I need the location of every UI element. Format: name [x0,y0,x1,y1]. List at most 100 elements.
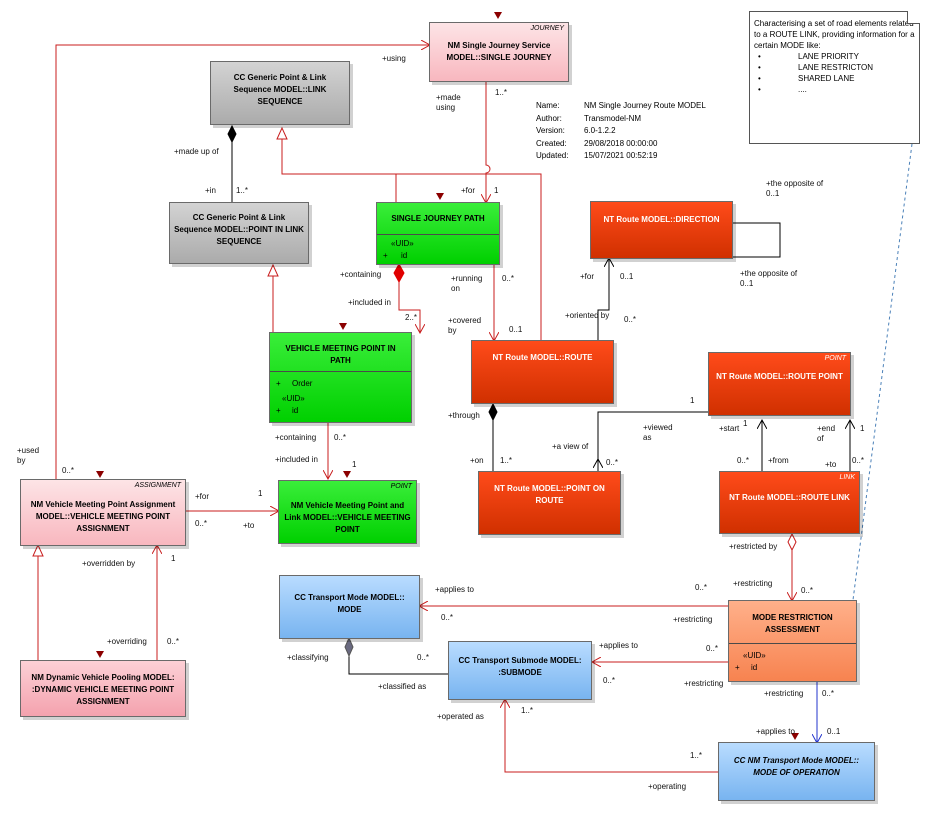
role-label: +the opposite of 0..1 [740,269,798,288]
role-label: +made up of [174,147,219,156]
note-item: .... [754,84,915,95]
class-title: CC Transport Submode MODEL: :SUBMODE [458,656,582,677]
class-mode-of-operation[interactable]: CC NM Transport Mode MODEL:: MODE OF OPE… [718,742,875,801]
multiplicity-label: 0..1 [827,727,841,736]
class-title: NT Route MODEL::POINT ON ROUTE [494,484,605,505]
role-label: +restricting [764,689,804,698]
class-title: CC Generic Point & Link Sequence MODEL::… [233,73,327,106]
multiplicity-label: 0..* [441,613,454,622]
compartment-divider [270,371,411,372]
class-route[interactable]: NT Route MODEL::ROUTE [471,340,614,404]
element-marker-icon [339,323,347,330]
class-title: CC NM Transport Mode MODEL:: MODE OF OPE… [733,756,860,777]
role-label: +using [382,54,406,63]
info-version: 6.0-1.2.2 [584,126,616,135]
class-point-on-route[interactable]: NT Route MODEL::POINT ON ROUTE [478,471,621,535]
multiplicity-label: 1..* [500,456,513,465]
role-label: +viewed as [643,423,673,442]
class-vehicle-meeting-point-in-path[interactable]: VEHICLE MEETING POINT IN PATH + Order «U… [269,332,412,423]
connector-moo-submode [505,700,718,773]
class-single-journey-path[interactable]: SINGLE JOURNEY PATH «UID» + id [376,202,500,265]
class-link-sequence[interactable]: CC Generic Point & Link Sequence MODEL::… [210,61,350,125]
multiplicity-label: 0..* [737,456,750,465]
multiplicity-label: 0..* [167,637,180,646]
attribute-id: id [292,406,299,415]
note-connector [852,143,913,601]
attribute-visibility: + [276,406,281,415]
multiplicity-label: 0..1 [620,272,634,281]
role-label: +containing [340,270,382,279]
role-label: +included in [275,455,318,464]
note-box[interactable]: Characterising a set of road elements re… [749,11,920,144]
info-updated-label: Updated: [536,151,569,160]
element-marker-icon [436,193,444,200]
role-label: +covered by [448,316,482,335]
role-label: +restricting [733,579,773,588]
uid-stereotype: «UID» [282,394,305,403]
multiplicity-label: 0..* [334,433,347,442]
attribute-visibility: + [735,663,740,672]
connector-route-direction [597,259,609,340]
role-label: +restricting [684,679,724,688]
class-dynamic-vehicle-assignment[interactable]: NM Dynamic Vehicle Pooling MODEL: :DYNAM… [20,660,186,717]
class-mode[interactable]: CC Transport Mode MODEL:: MODE [279,575,420,639]
class-route-point[interactable]: POINT NT Route MODEL::ROUTE POINT [708,352,851,416]
role-label: +the opposite of 0..1 [766,179,824,198]
role-label: +start [719,424,740,433]
role-label: +end of [817,424,836,443]
role-label: +operating [648,782,687,791]
role-label: +overridden by [82,559,136,568]
multiplicity-label: 1 [171,554,176,563]
class-route-link[interactable]: LINK NT Route MODEL::ROUTE LINK [719,471,860,534]
class-title: NT Route MODEL::ROUTE [492,353,593,362]
multiplicity-label: 1..* [521,706,534,715]
role-label: +classifying [287,653,329,662]
class-vehicle-meeting-point-assignment[interactable]: ASSIGNMENT NM Vehicle Meeting Point Assi… [20,479,186,546]
info-name-label: Name: [536,101,560,110]
multiplicity-label: 1..* [690,751,703,760]
class-title: CC Generic Point & Link Sequence MODEL::… [174,213,304,246]
class-mode-restriction-assessment[interactable]: MODE RESTRICTION ASSESSMENT «UID» + id [728,600,857,682]
stereotype-label: LINK [839,474,855,481]
role-label: +for [195,492,210,501]
diagram-info: Name:NM Single Journey Route MODEL Autho… [536,100,706,163]
role-label: +applies to [435,585,474,594]
role-label: +made using [436,93,461,112]
generalization-link-sequence [281,128,397,202]
composition-diamond-path [393,262,405,284]
class-title: CC Transport Mode MODEL:: MODE [294,593,405,614]
attribute-id: id [751,663,758,672]
stereotype-label: JOURNEY [530,25,564,32]
role-label: +overriding [107,637,147,646]
class-direction[interactable]: NT Route MODEL::DIRECTION [590,201,733,259]
connector-mode-submode [348,640,448,675]
role-label: +included in [348,298,391,307]
multiplicity-label: 1 [494,186,499,195]
stereotype-label: POINT [824,355,846,362]
attribute-visibility: + [276,379,281,388]
multiplicity-label: 1..* [495,88,508,97]
connector-path-vmp-in-path [398,265,420,332]
class-vehicle-meeting-point[interactable]: POINT NM Vehicle Meeting Point and Link … [278,480,417,544]
info-author-label: Author: [536,113,562,123]
note-list: LANE PRIORITY LANE RESTRICTON SHARED LAN… [754,51,915,95]
class-single-journey[interactable]: JOURNEY NM Single Journey Service MODEL:… [429,22,569,82]
element-marker-icon [343,471,351,478]
multiplicity-label: 0..* [801,586,814,595]
info-author: Transmodel-NM [584,113,642,123]
attribute-visibility: + [383,251,388,260]
connector-direction-self [733,222,781,258]
class-submode[interactable]: CC Transport Submode MODEL: :SUBMODE [448,641,592,700]
connector-pointonroute-routepoint [597,411,708,471]
role-label: +for [461,186,476,195]
note-item: LANE RESTRICTON [754,62,915,73]
info-created: 29/08/2018 00:00:00 [584,138,658,148]
info-created-label: Created: [536,138,567,148]
role-label: +oriented by [565,311,610,320]
connector-journey-path [486,82,490,202]
role-label: +applies to [756,727,795,736]
class-point-in-link-sequence[interactable]: CC Generic Point & Link Sequence MODEL::… [169,202,309,264]
role-label: +classified as [378,682,427,691]
class-title: NT Route MODEL::ROUTE LINK [729,493,850,502]
compartment-divider [377,234,499,235]
